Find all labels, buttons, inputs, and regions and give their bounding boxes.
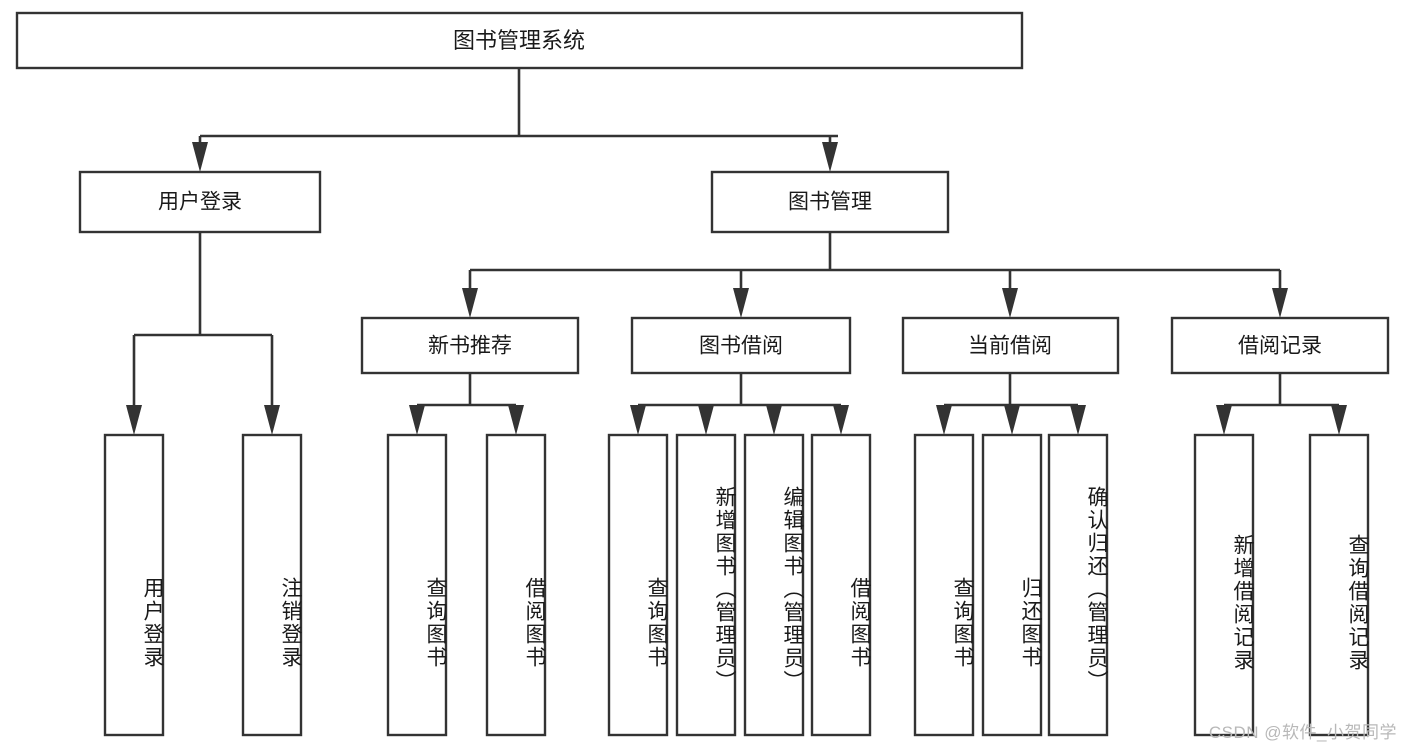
connector-user-login-to-leaves xyxy=(126,232,280,435)
arrow-head-icon xyxy=(1331,405,1347,435)
arrow-head-icon xyxy=(192,142,208,172)
node-book-borrow-label: 图书借阅 xyxy=(699,335,783,358)
node-root-title[interactable]: 图书管理系统 xyxy=(15,11,1024,70)
node-user-login-label: 用户登录 xyxy=(158,191,242,214)
arrow-head-icon xyxy=(833,405,849,435)
leaf-box-return-book[interactable] xyxy=(981,433,1043,737)
node-book-borrow-box xyxy=(630,316,852,375)
arrow-head-icon xyxy=(733,288,749,318)
node-book-manage-label: 图书管理 xyxy=(788,191,872,214)
arrow-head-icon xyxy=(1070,405,1086,435)
node-borrow-record-box xyxy=(1170,316,1390,375)
node-new-book-rec[interactable]: 新书推荐 xyxy=(360,316,580,375)
node-new-book-rec-box xyxy=(360,316,580,375)
node-current-borrow[interactable]: 当前借阅 xyxy=(901,316,1120,375)
node-borrow-record-label: 借阅记录 xyxy=(1238,335,1322,358)
arrow-head-icon xyxy=(462,288,478,318)
node-root-title-box xyxy=(15,11,1024,70)
leaf-box-query-record[interactable] xyxy=(1308,433,1370,737)
connector-book-manage-to-level3 xyxy=(462,232,1288,318)
arrow-head-icon xyxy=(1002,288,1018,318)
connector-book-borrow-to-leaves xyxy=(630,373,849,435)
leaf-box-query-book-3[interactable] xyxy=(913,433,975,737)
arrow-head-icon xyxy=(508,405,524,435)
arrow-head-icon xyxy=(766,405,782,435)
connector-current-borrow-to-leaves xyxy=(936,373,1086,435)
connector-borrow-record-to-leaves xyxy=(1216,373,1347,435)
arrow-head-icon xyxy=(126,405,142,435)
arrow-head-icon xyxy=(1004,405,1020,435)
leaf-box-query-book-2[interactable] xyxy=(607,433,669,737)
leaf-box-user-login[interactable] xyxy=(103,433,165,737)
leaf-box-edit-book[interactable] xyxy=(743,433,805,737)
leaf-box-logout-login[interactable] xyxy=(241,433,303,737)
leaf-box-add-record[interactable] xyxy=(1193,433,1255,737)
leaf-box-borrow-book-1[interactable] xyxy=(485,433,547,737)
node-book-manage[interactable]: 图书管理 xyxy=(710,170,950,234)
arrow-head-icon xyxy=(409,405,425,435)
arrow-head-icon xyxy=(822,142,838,172)
node-book-manage-box xyxy=(710,170,950,234)
leaf-box-borrow-book-2[interactable] xyxy=(810,433,872,737)
arrow-head-icon xyxy=(1272,288,1288,318)
leaf-box-confirm-return[interactable] xyxy=(1047,433,1109,737)
arrow-head-icon xyxy=(936,405,952,435)
arrow-head-icon xyxy=(264,405,280,435)
node-new-book-rec-label: 新书推荐 xyxy=(428,335,512,358)
node-current-borrow-box xyxy=(901,316,1120,375)
node-user-login[interactable]: 用户登录 xyxy=(78,170,322,234)
arrow-head-icon xyxy=(698,405,714,435)
node-book-borrow[interactable]: 图书借阅 xyxy=(630,316,852,375)
connector-new-book-rec-to-leaves xyxy=(409,373,524,435)
arrow-head-icon xyxy=(630,405,646,435)
csdn-watermark: CSDN @软件_小贺同学 xyxy=(1208,723,1397,742)
connector-root-to-level2 xyxy=(192,68,838,172)
node-current-borrow-label: 当前借阅 xyxy=(968,335,1052,358)
node-root-title-label: 图书管理系统 xyxy=(453,28,585,53)
leaf-box-add-book[interactable] xyxy=(675,433,737,737)
arrow-head-icon xyxy=(1216,405,1232,435)
leaf-box-query-book-1[interactable] xyxy=(386,433,448,737)
node-borrow-record[interactable]: 借阅记录 xyxy=(1170,316,1390,375)
